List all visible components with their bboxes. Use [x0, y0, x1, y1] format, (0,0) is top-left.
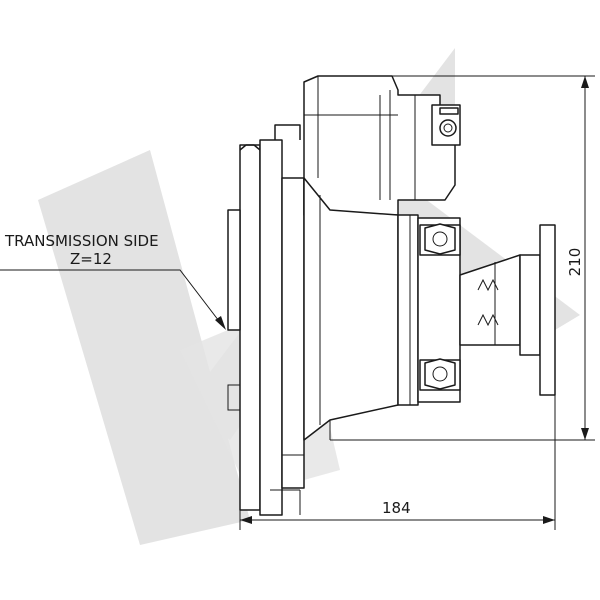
callout-line2: Z=12 [70, 250, 112, 268]
pump-housing [227, 75, 461, 516]
width-dimension: 184 [239, 395, 556, 530]
adapter-plate [259, 139, 283, 516]
cone-section [303, 177, 399, 441]
lower-bolt [419, 358, 461, 391]
fitting-nut-icon [439, 119, 457, 137]
pump-body [397, 214, 419, 406]
drive-shaft [459, 224, 556, 396]
callout: TRANSMISSION SIDE Z=12 [0, 232, 226, 330]
upper-bolt [419, 223, 461, 256]
callout-arrowhead [215, 316, 226, 330]
watermark-stroke-left [38, 150, 250, 545]
callout-leader [0, 269, 223, 326]
output-flange [539, 224, 556, 396]
mounting-flange [239, 144, 261, 511]
housing-body [281, 177, 305, 489]
flange-spigot [227, 209, 241, 331]
height-dimension-label: 210 [566, 248, 584, 277]
shaft-spline [519, 254, 541, 356]
height-dimension: 210 [318, 75, 595, 441]
callout-line1: TRANSMISSION SIDE [4, 232, 159, 250]
top-fitting [431, 104, 461, 146]
width-dimension-label: 184 [382, 499, 411, 517]
